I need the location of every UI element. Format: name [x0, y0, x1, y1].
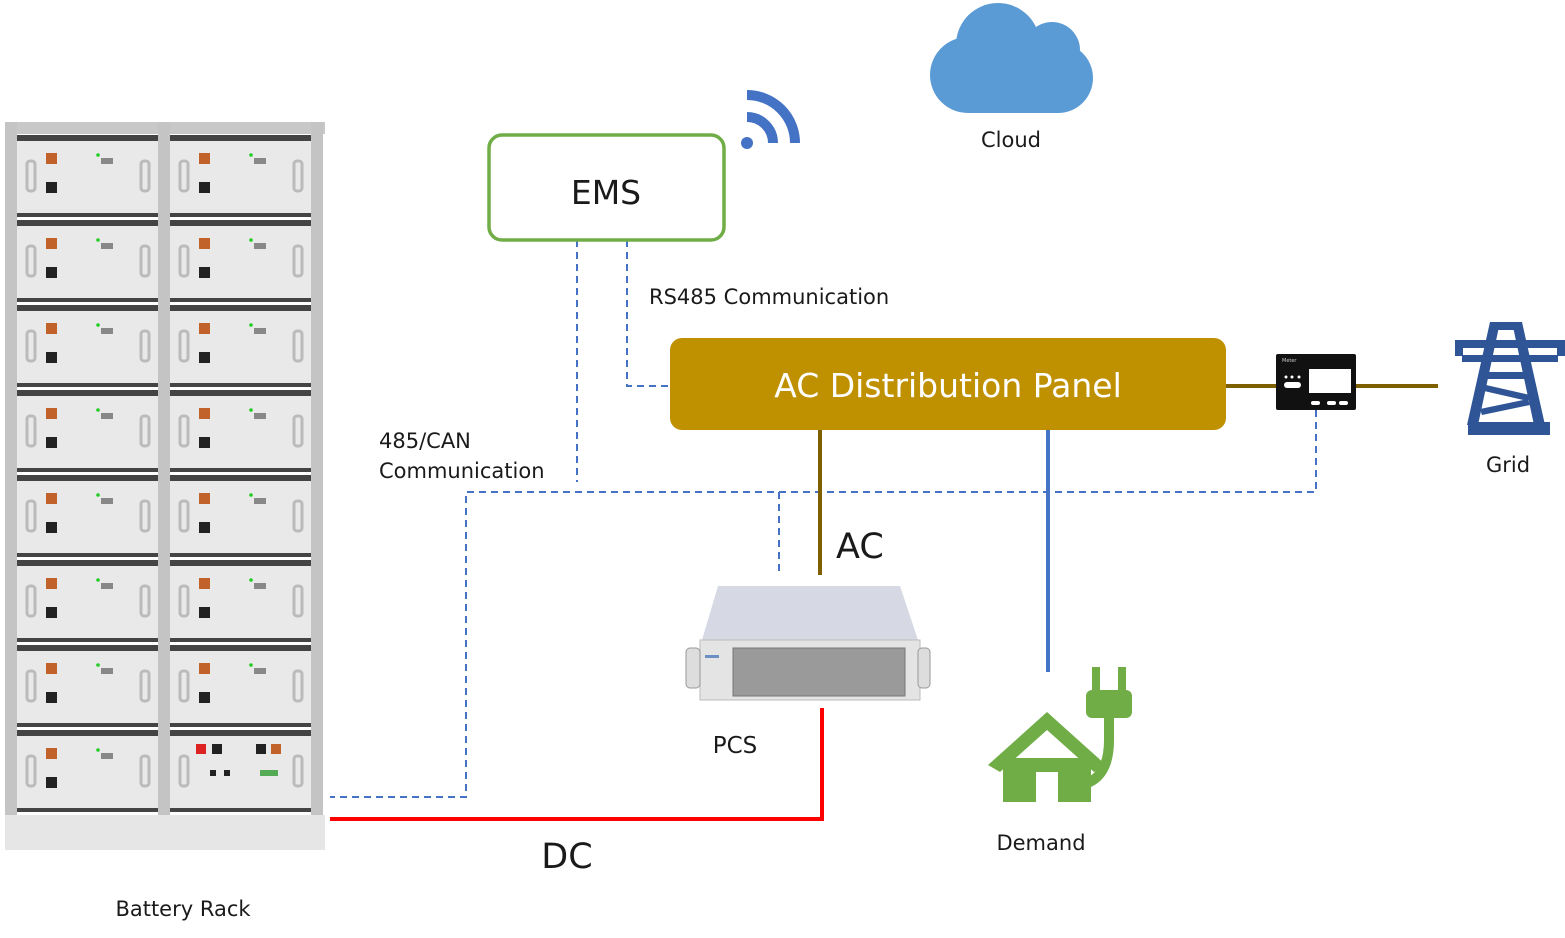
cloud-label: Cloud	[981, 128, 1041, 152]
dc-label: DC	[541, 837, 592, 877]
pcs-label: PCS	[713, 733, 758, 759]
meter-bus-line	[330, 410, 1317, 798]
battery-module	[17, 560, 158, 642]
house-plug-icon	[988, 667, 1132, 802]
grid-label: Grid	[1486, 453, 1530, 477]
battery-module	[170, 135, 311, 217]
battery-module	[17, 135, 158, 217]
can-label-line2: Communication	[379, 459, 545, 483]
meter-device[interactable]: Meter	[1276, 354, 1356, 410]
battery-module	[170, 730, 311, 812]
battery-rack	[5, 122, 325, 850]
meter-label: Meter	[1282, 358, 1297, 364]
rs485-label: RS485 Communication	[649, 285, 889, 309]
battery-module	[170, 305, 311, 387]
can-label-line1: 485/CAN	[379, 429, 471, 453]
battery-module	[170, 645, 311, 727]
demand-label: Demand	[996, 831, 1085, 855]
pcs-device[interactable]	[685, 586, 931, 701]
battery-module	[17, 220, 158, 302]
communication-lines	[330, 240, 1317, 798]
wifi-icon	[741, 90, 800, 149]
battery-module	[170, 475, 311, 557]
battery-module	[17, 390, 158, 472]
battery-module	[17, 475, 158, 557]
battery-rack-label: Battery Rack	[115, 897, 251, 921]
dc-line	[330, 708, 824, 821]
battery-module	[17, 730, 158, 812]
battery-module	[170, 390, 311, 472]
cloud-icon	[930, 3, 1093, 113]
rs485-line	[626, 240, 668, 387]
ems-box[interactable]	[487, 133, 726, 242]
battery-module	[17, 645, 158, 727]
ac-distribution-panel[interactable]	[670, 338, 1226, 430]
battery-module	[17, 305, 158, 387]
ac-label: AC	[836, 527, 884, 567]
battery-module	[170, 560, 311, 642]
ac-panel-label: AC Distribution Panel	[774, 366, 1122, 405]
grid-tower-icon	[1455, 322, 1565, 435]
ems-label: EMS	[571, 173, 641, 212]
battery-module	[170, 220, 311, 302]
can-label: 485/CAN Communication	[379, 429, 545, 483]
